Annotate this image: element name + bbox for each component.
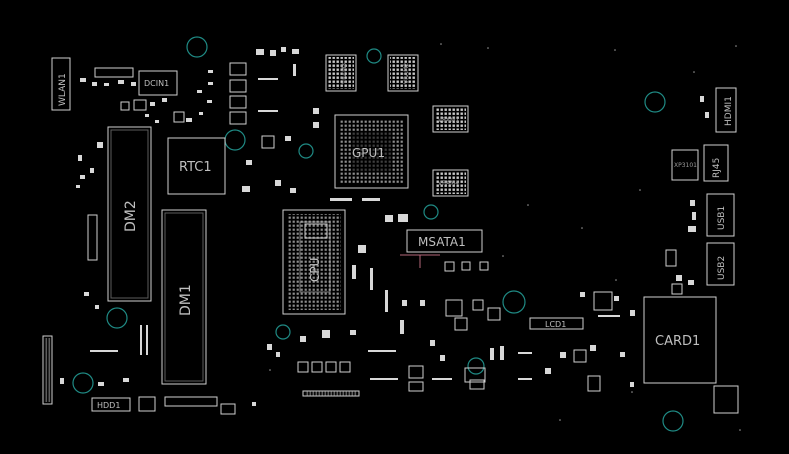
dm2-label: DM2 (123, 200, 139, 232)
gpu-label: GPU1 (352, 146, 385, 160)
hdmi-connector: HDMI1 (700, 87, 737, 133)
cpu-chip: CPU (282, 209, 346, 315)
lcd-connector: LCD1 (529, 317, 584, 330)
hdd-connector: HDD1 (91, 396, 256, 415)
top-left-components (80, 67, 213, 123)
vram-low-label: VRAM4 (438, 180, 459, 187)
cpu-label: CPU (308, 258, 322, 282)
dm2-memory-slot: DM2 (107, 126, 152, 302)
rtc-label: RTC1 (179, 160, 212, 175)
dcin-connector: DCIN1 (138, 70, 178, 96)
mounting-hole (662, 410, 684, 432)
usb2-connector: USB2 (665, 242, 735, 295)
mounting-hole (423, 204, 439, 220)
msata-label: MSATA1 (418, 235, 466, 249)
mounting-hole (467, 357, 485, 375)
mounting-hole (186, 36, 208, 58)
mounting-holes (72, 36, 684, 432)
vram-mid-chip: VRAM1 (432, 105, 469, 133)
usb1-connector: USB1 (688, 193, 735, 237)
hdd-label: HDD1 (97, 401, 120, 410)
usb2-label: USB2 (717, 256, 727, 280)
mounting-hole (366, 48, 382, 64)
vram-top-left-chip: VRAM3 (325, 54, 357, 92)
scattered-vias (269, 43, 741, 431)
mounting-hole (106, 307, 128, 329)
rj45-connector: RJ45 (703, 144, 729, 182)
mounting-hole (502, 290, 526, 314)
wlan-connector: WLAN1 (51, 57, 71, 111)
gpu-chip: GPU1 (334, 114, 409, 189)
vram-top-right-label: VRAM2 (403, 63, 410, 84)
hdmi-label: HDMI1 (724, 96, 734, 126)
dcin-label: DCIN1 (144, 79, 169, 88)
vram-low-chip: VRAM4 (432, 169, 469, 197)
xp-transformer: XP3101 (671, 149, 699, 181)
mounting-hole (644, 91, 666, 113)
mounting-hole (72, 372, 94, 394)
msata-connector: MSATA1 (400, 229, 483, 268)
rj45-label: RJ45 (712, 158, 722, 178)
center-components (352, 214, 532, 392)
xp-label: XP3101 (674, 162, 697, 169)
lcd-label: LCD1 (545, 320, 566, 329)
bottom-center-components (267, 330, 398, 397)
card-reader-slot: CARD1 (643, 296, 739, 414)
usb1-label: USB1 (717, 206, 727, 230)
vram-top-left-label: VRAM3 (341, 63, 348, 84)
right-center-components (545, 291, 635, 392)
top-center-components (229, 47, 380, 201)
dm1-memory-slot: DM1 (161, 209, 207, 385)
left-edge-components (42, 142, 148, 405)
dm1-label: DM1 (178, 284, 194, 316)
vram-top-right-chip: VRAM2 (387, 54, 419, 92)
card-label: CARD1 (655, 334, 700, 349)
wlan-label: WLAN1 (58, 73, 68, 106)
mounting-hole (275, 324, 291, 340)
mounting-hole (224, 129, 246, 151)
mounting-hole (298, 143, 314, 159)
vram-mid-label: VRAM1 (438, 117, 459, 124)
rtc-battery: RTC1 (167, 137, 226, 195)
